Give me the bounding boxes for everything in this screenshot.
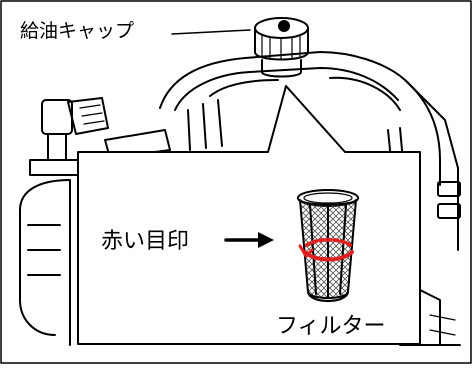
fuel-filter bbox=[297, 189, 359, 303]
filter-label: フィルター bbox=[276, 314, 386, 339]
fuel-cap-label: 給油キャップ bbox=[20, 20, 135, 42]
fuel-cap bbox=[254, 17, 309, 78]
callout-box bbox=[77, 85, 421, 345]
fuel-cap-marker-dot bbox=[278, 20, 290, 32]
red-mark-dotted bbox=[305, 237, 352, 247]
red-mark-label: 赤い目印 bbox=[101, 229, 190, 254]
arrow-right-icon bbox=[224, 232, 274, 248]
engine-body bbox=[19, 51, 461, 346]
fuel-cap-leader-line bbox=[171, 29, 251, 35]
